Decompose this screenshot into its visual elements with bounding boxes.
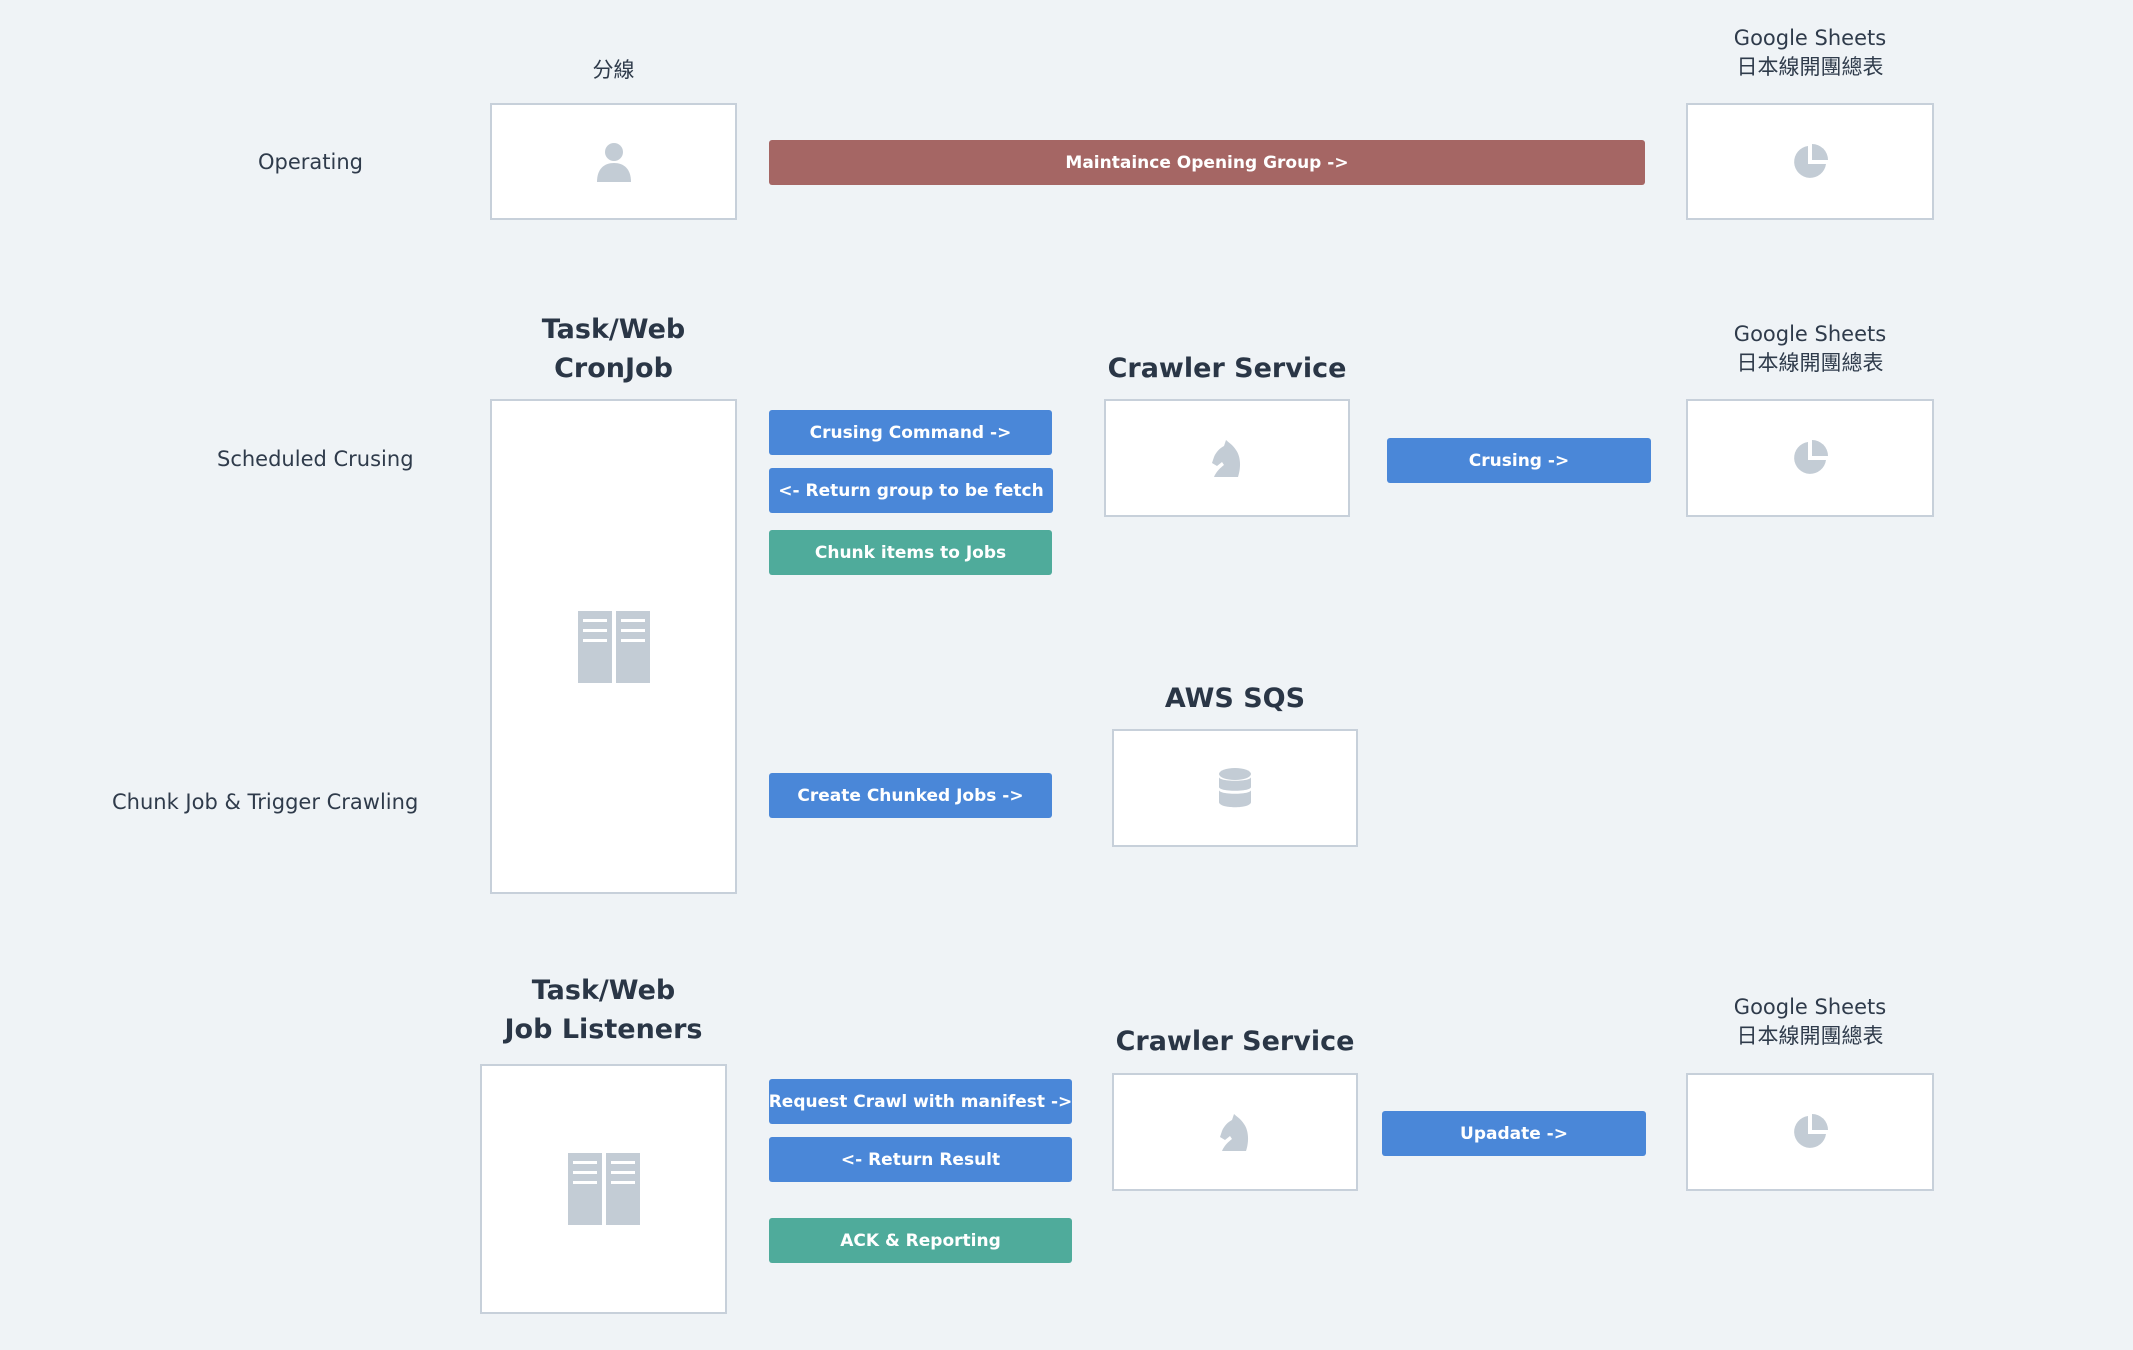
pie-chart-icon [1791, 143, 1829, 181]
knight-icon [1216, 1113, 1254, 1151]
return-group-button[interactable]: <- Return group to be fetch [769, 468, 1053, 513]
chunk-items-button[interactable]: Chunk items to Jobs [769, 530, 1052, 575]
knight-icon [1208, 439, 1246, 477]
sheets-title-3-line2: 日本線開團總表 [1736, 1024, 1884, 1048]
crawler-title-2: Crawler Service [1115, 1026, 1355, 1057]
sqs-node[interactable] [1112, 729, 1358, 847]
job-listeners-title: Task/Web Job Listeners [481, 971, 726, 1049]
pie-chart-icon [1791, 439, 1829, 477]
cronjob-title-line2: CronJob [554, 353, 673, 384]
sheets-title-1-line1: Google Sheets [1733, 26, 1887, 50]
cronjob-title-line1: Task/Web [541, 314, 686, 345]
book-icon [577, 610, 650, 683]
sheets-node-1[interactable] [1686, 103, 1934, 220]
row-label-chunk-job: Chunk Job & Trigger Crawling [112, 790, 419, 814]
sheets-title-3: Google Sheets 日本線開團總表 [1686, 993, 1934, 1051]
crawler-node-2[interactable] [1112, 1073, 1358, 1191]
ack-reporting-button[interactable]: ACK & Reporting [769, 1218, 1072, 1263]
row-label-operating: Operating [258, 150, 363, 174]
sqs-title: AWS SQS [1164, 683, 1306, 714]
sheets-title-2: Google Sheets 日本線開團總表 [1686, 320, 1934, 378]
crawler-node-1[interactable] [1104, 399, 1350, 517]
row-label-scheduled-crusing: Scheduled Crusing [217, 447, 414, 471]
database-icon [1218, 768, 1252, 808]
sheets-title-1-line2: 日本線開團總表 [1736, 55, 1884, 79]
sheets-title-1: Google Sheets 日本線開團總表 [1686, 24, 1934, 82]
job-listeners-node[interactable] [480, 1064, 727, 1314]
create-chunked-jobs-button[interactable]: Create Chunked Jobs -> [769, 773, 1052, 818]
crawler-title-1: Crawler Service [1107, 353, 1347, 384]
job-listeners-title-line1: Task/Web [531, 975, 676, 1006]
update-button[interactable]: Upadate -> [1382, 1111, 1646, 1156]
sheets-title-2-line1: Google Sheets [1733, 322, 1887, 346]
crusing-command-button[interactable]: Crusing Command -> [769, 410, 1052, 455]
sheets-title-2-line2: 日本線開團總表 [1736, 351, 1884, 375]
cronjob-title: Task/Web CronJob [491, 310, 736, 388]
user-icon [595, 142, 633, 182]
actor-node[interactable] [490, 103, 737, 220]
pie-chart-icon [1791, 1113, 1829, 1151]
sheets-title-3-line1: Google Sheets [1733, 995, 1887, 1019]
request-crawl-button[interactable]: Request Crawl with manifest -> [769, 1079, 1072, 1124]
crusing-button[interactable]: Crusing -> [1387, 438, 1651, 483]
maintain-opening-group-button[interactable]: Maintaince Opening Group -> [769, 140, 1645, 185]
sheets-node-2[interactable] [1686, 399, 1934, 517]
return-result-button[interactable]: <- Return Result [769, 1137, 1072, 1182]
job-listeners-title-line2: Job Listeners [504, 1014, 703, 1045]
actor-title: 分線 [592, 58, 635, 82]
book-icon [567, 1153, 640, 1225]
sheets-node-3[interactable] [1686, 1073, 1934, 1191]
cronjob-node[interactable] [490, 399, 737, 894]
